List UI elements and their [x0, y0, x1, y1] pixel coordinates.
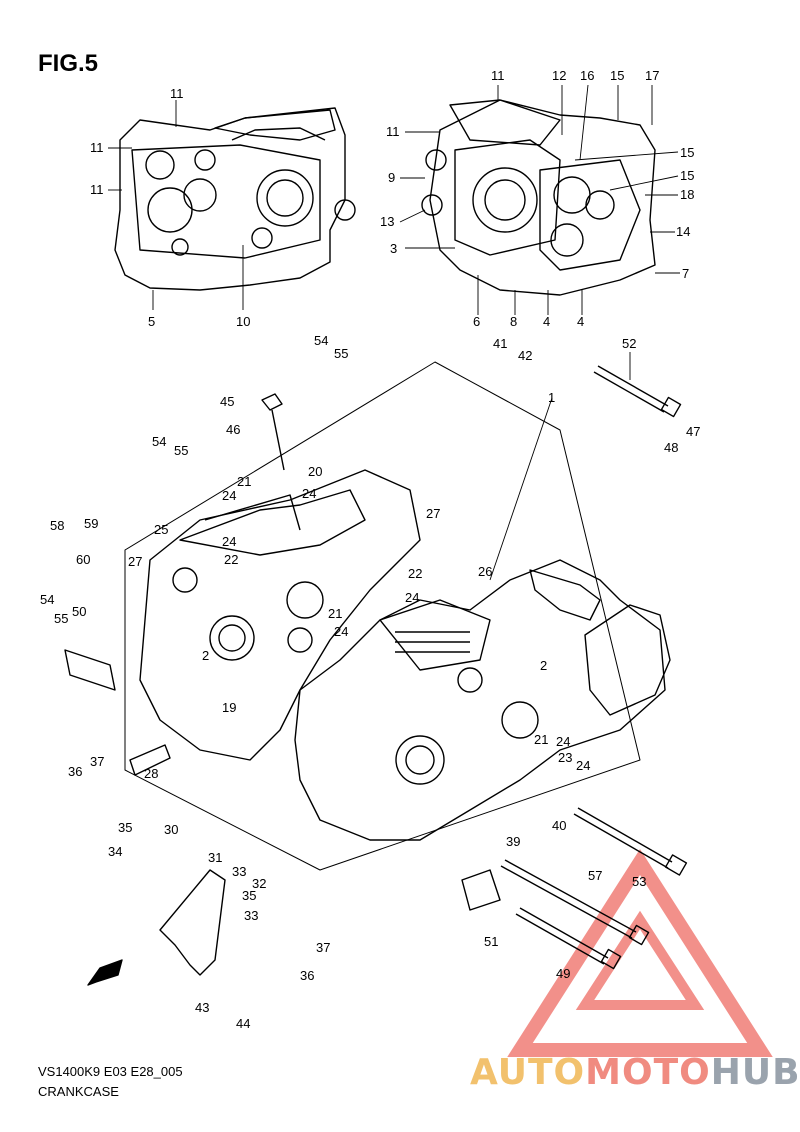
- callout-59: 59: [84, 516, 98, 531]
- callout-56-b: 55: [174, 443, 188, 458]
- callout-7: 7: [682, 266, 689, 281]
- callout-55-a: 54: [314, 333, 328, 348]
- callout-52: 51: [484, 934, 498, 949]
- callout-55-b: 54: [152, 434, 166, 449]
- callout-8: 8: [510, 314, 517, 329]
- callout-32: 32: [252, 876, 266, 891]
- callout-49: 48: [664, 440, 678, 455]
- callout-57: 57: [588, 868, 602, 883]
- callout-36-b: 35: [242, 888, 256, 903]
- callout-24-e: 24: [334, 624, 348, 639]
- callout-53: 52: [622, 336, 636, 351]
- callout-58: 58: [50, 518, 64, 533]
- right-case-view: [421, 99, 656, 296]
- callout-51: 50: [72, 604, 86, 619]
- callout-15-b: 15: [680, 145, 694, 160]
- callout-39-b: 37: [316, 940, 330, 955]
- callout-4-a: 4: [543, 314, 550, 329]
- callout-19: 19: [222, 700, 236, 715]
- callout-40: 39: [506, 834, 520, 849]
- callout-25: 25: [154, 522, 168, 537]
- callout-50: 49: [556, 966, 570, 981]
- callout-30: 30: [164, 822, 178, 837]
- callout-9: 9: [388, 170, 395, 185]
- callout-34: 33: [244, 908, 258, 923]
- callout-6: 6: [473, 314, 480, 329]
- callout-12: 12: [552, 68, 566, 83]
- callout-17: 17: [645, 68, 659, 83]
- callout-11-b: 11: [90, 140, 104, 155]
- callout-42: 41: [493, 336, 507, 351]
- callout-24-g: 24: [576, 758, 590, 773]
- callout-23: 23: [558, 750, 572, 765]
- callout-27-b: 27: [128, 554, 142, 569]
- bolts: [64, 365, 688, 976]
- fwd-arrow: [87, 959, 123, 986]
- callout-27-a: 27: [426, 506, 440, 521]
- callout-3: 3: [390, 241, 397, 256]
- callout-55-c: 54: [40, 592, 54, 607]
- callout-11-e: 11: [386, 124, 400, 139]
- callout-26: 26: [478, 564, 492, 579]
- callout-24-a: 24: [222, 488, 236, 503]
- callout-15-a: 15: [610, 68, 624, 83]
- callout-28: 28: [144, 766, 158, 781]
- callout-2-b: 2: [540, 658, 547, 673]
- callout-37: 36: [300, 968, 314, 983]
- callout-43: 42: [518, 348, 532, 363]
- callout-15-c: 15: [680, 168, 694, 183]
- callout-21-a: 21: [237, 474, 251, 489]
- callout-4-b: 4: [577, 314, 584, 329]
- callout-33: 33: [232, 864, 246, 879]
- callout-46: 45: [220, 394, 234, 409]
- watermark-part-1: AUTO: [470, 1052, 586, 1093]
- callout-56-c: 55: [54, 611, 68, 626]
- callout-39-a: 37: [90, 754, 104, 769]
- callout-22-b: 22: [408, 566, 422, 581]
- callout-44: 43: [195, 1000, 209, 1015]
- callout-11-d: 11: [491, 68, 505, 83]
- watermark-logo: [507, 848, 773, 1057]
- left-case-view: [114, 107, 356, 291]
- diagram-code: VS1400K9 E03 E28_005: [38, 1064, 183, 1079]
- callout-60: 60: [76, 552, 90, 567]
- callout-24-c: 24: [222, 534, 236, 549]
- callout-22-a: 22: [224, 552, 238, 567]
- callout-16: 16: [580, 68, 594, 83]
- callout-48: 47: [686, 424, 700, 439]
- watermark-text: AUTOMOTOHUB: [470, 1052, 800, 1093]
- callout-11-a: 11: [170, 86, 184, 101]
- callout-14: 14: [676, 224, 690, 239]
- diagram-caption: CRANKCASE: [38, 1084, 119, 1099]
- callout-11-c: 11: [90, 182, 104, 197]
- callout-38: 36: [68, 764, 82, 779]
- callout-56-a: 55: [334, 346, 348, 361]
- callout-54: 53: [632, 874, 646, 889]
- callout-24-f: 24: [556, 734, 570, 749]
- callout-2-a: 2: [202, 648, 209, 663]
- callout-21-c: 21: [534, 732, 548, 747]
- callout-36-a: 35: [118, 820, 132, 835]
- callout-labels: 11 11 11 5 10 11 12 16 15 17 11 9 13 3 1…: [40, 68, 700, 1031]
- callout-35: 34: [108, 844, 122, 859]
- callout-45: 44: [236, 1016, 250, 1031]
- callout-18: 18: [680, 187, 694, 202]
- main-crankcase: [124, 361, 671, 871]
- callout-41: 40: [552, 818, 566, 833]
- callout-20: 20: [308, 464, 322, 479]
- watermark-part-3: HUB: [710, 1052, 800, 1093]
- callout-24-b: 24: [302, 486, 316, 501]
- leader-lines: [108, 84, 680, 581]
- callout-31: 31: [208, 850, 222, 865]
- callout-1: 1: [548, 390, 555, 405]
- callout-47: 46: [226, 422, 240, 437]
- callout-24-d: 24: [405, 590, 419, 605]
- watermark-part-2: MOTO: [585, 1052, 711, 1093]
- callout-13: 13: [380, 214, 394, 229]
- callout-10: 10: [236, 314, 250, 329]
- figure-title: FIG.5: [38, 50, 99, 77]
- callout-21-b: 21: [328, 606, 342, 621]
- callout-5: 5: [148, 314, 155, 329]
